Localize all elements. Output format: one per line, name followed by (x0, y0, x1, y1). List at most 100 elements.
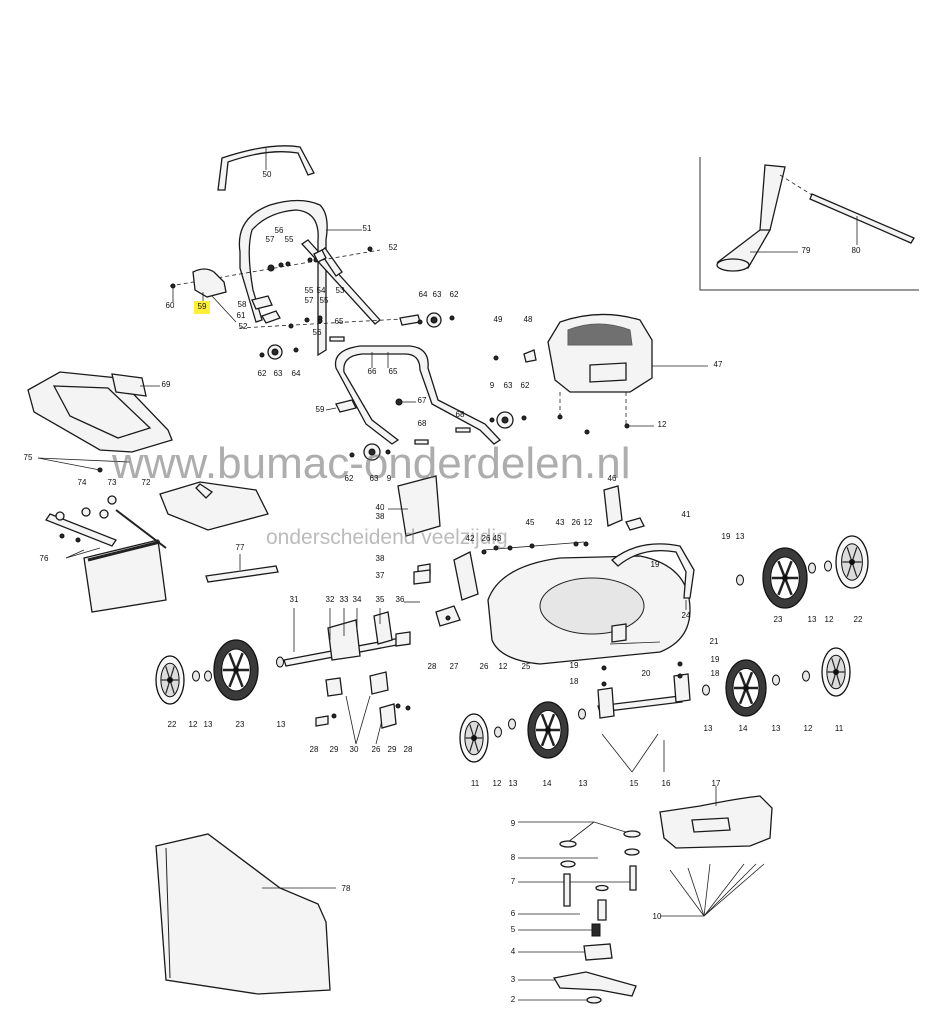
rear-axle-group (283, 608, 411, 745)
wheel-23-right (762, 547, 808, 609)
watermark-url: www.bumac-onderdelen.nl (111, 439, 631, 488)
callout-c34: 34 (353, 595, 362, 604)
callout-c52b: 52 (239, 322, 248, 331)
callout-c12g: 12 (493, 779, 502, 788)
callout-c63b: 63 (433, 290, 442, 299)
callout-c26a: 26 (572, 518, 581, 527)
callout-c23b: 23 (236, 720, 245, 729)
callout-c7: 7 (511, 877, 516, 886)
callout-c12a: 12 (658, 420, 667, 429)
washer-1 (808, 562, 816, 574)
rear-shield-group (659, 786, 773, 917)
callout-c19a: 19 (722, 532, 731, 541)
callout-c38b: 38 (376, 554, 385, 563)
callout-c20: 20 (642, 669, 651, 678)
callout-c19c: 19 (570, 661, 579, 670)
callout-c21: 21 (710, 637, 719, 646)
callout-c48: 48 (524, 315, 533, 324)
callout-c60: 60 (166, 301, 175, 310)
callout-c13c: 13 (204, 720, 213, 729)
callout-c56a: 56 (275, 226, 284, 235)
callout-c6: 6 (511, 909, 516, 918)
callout-c80: 80 (852, 246, 861, 255)
callout-c61: 61 (237, 311, 246, 320)
callout-c57b: 57 (305, 296, 314, 305)
hubcap-22-right (835, 535, 869, 589)
part-66-lower-handle (334, 345, 501, 445)
part-59-lever (192, 268, 227, 298)
callout-c36: 36 (396, 595, 405, 604)
callout-c79: 79 (802, 246, 811, 255)
callout-c31: 31 (290, 595, 299, 604)
callout-c15: 15 (630, 779, 639, 788)
wheel-23-left (213, 639, 259, 701)
watermark-slogan: onderscheidend veelzijdig (266, 526, 508, 549)
washer-0 (736, 574, 744, 586)
callout-c14b: 14 (543, 779, 552, 788)
callout-c73: 73 (108, 478, 117, 487)
callout-c3: 3 (511, 975, 516, 984)
upper-handle-group (169, 145, 455, 360)
part-3-blade (552, 971, 637, 997)
callout-c64a: 64 (292, 369, 301, 378)
callout-c25: 25 (522, 662, 531, 671)
callout-c28a: 28 (428, 662, 437, 671)
callout-c63c: 63 (504, 381, 513, 390)
part-77-rod (205, 565, 279, 583)
callout-c74: 74 (78, 478, 87, 487)
lower-handle-group (325, 345, 527, 461)
callout-c12d: 12 (499, 662, 508, 671)
part-24-bar (611, 543, 695, 599)
callout-c46: 46 (608, 474, 617, 483)
callout-c64b: 64 (419, 290, 428, 299)
highlight-59 (194, 301, 210, 314)
callout-c63a: 63 (274, 369, 283, 378)
callout-c13d: 13 (277, 720, 286, 729)
callout-c11b: 11 (471, 779, 480, 788)
callout-c26c: 26 (480, 662, 489, 671)
part-46-bracket (603, 485, 623, 527)
engine-group (493, 313, 708, 435)
callout-c33: 33 (340, 595, 349, 604)
callout-c43a: 43 (556, 518, 565, 527)
callout-c50: 50 (263, 170, 272, 179)
part-59b-clip (335, 399, 357, 413)
callout-c16: 16 (662, 779, 671, 788)
part-58-clip (251, 295, 273, 310)
callout-c62d: 62 (345, 474, 354, 483)
washer-6 (702, 684, 710, 696)
callout-c18a: 18 (570, 677, 579, 686)
hubcap-22-left (155, 655, 185, 705)
callout-c29b: 29 (388, 745, 397, 754)
callout-c8: 8 (511, 853, 516, 862)
callout-c49: 49 (494, 315, 503, 324)
callout-c2: 2 (511, 995, 516, 1004)
callout-c65b: 65 (389, 367, 398, 376)
front-axle-group (597, 661, 691, 773)
callout-c43b: 43 (493, 534, 502, 543)
callout-c12e: 12 (189, 720, 198, 729)
callout-c23a: 23 (774, 615, 783, 624)
callout-c13b: 13 (808, 615, 817, 624)
washer-5 (204, 670, 212, 682)
washer-8 (802, 670, 810, 682)
callout-c68a: 68 (456, 410, 465, 419)
washer-7 (772, 674, 780, 686)
callout-c51: 51 (363, 224, 372, 233)
callout-c19b: 19 (651, 560, 660, 569)
part-80-rod (809, 193, 915, 244)
washer-2 (824, 560, 832, 572)
callout-c9b: 9 (387, 474, 392, 483)
callout-c52a: 52 (389, 243, 398, 252)
hubcap-11-center (459, 713, 489, 763)
callout-c62c: 62 (521, 381, 530, 390)
callout-c14a: 14 (739, 724, 748, 733)
callout-c30: 30 (350, 745, 359, 754)
callout-c13g: 13 (509, 779, 518, 788)
callout-c42: 42 (466, 534, 475, 543)
callout-c26d: 26 (372, 745, 381, 754)
callout-c24: 24 (682, 611, 691, 620)
callout-c35: 35 (376, 595, 385, 604)
callout-c26b: 26 (482, 534, 491, 543)
